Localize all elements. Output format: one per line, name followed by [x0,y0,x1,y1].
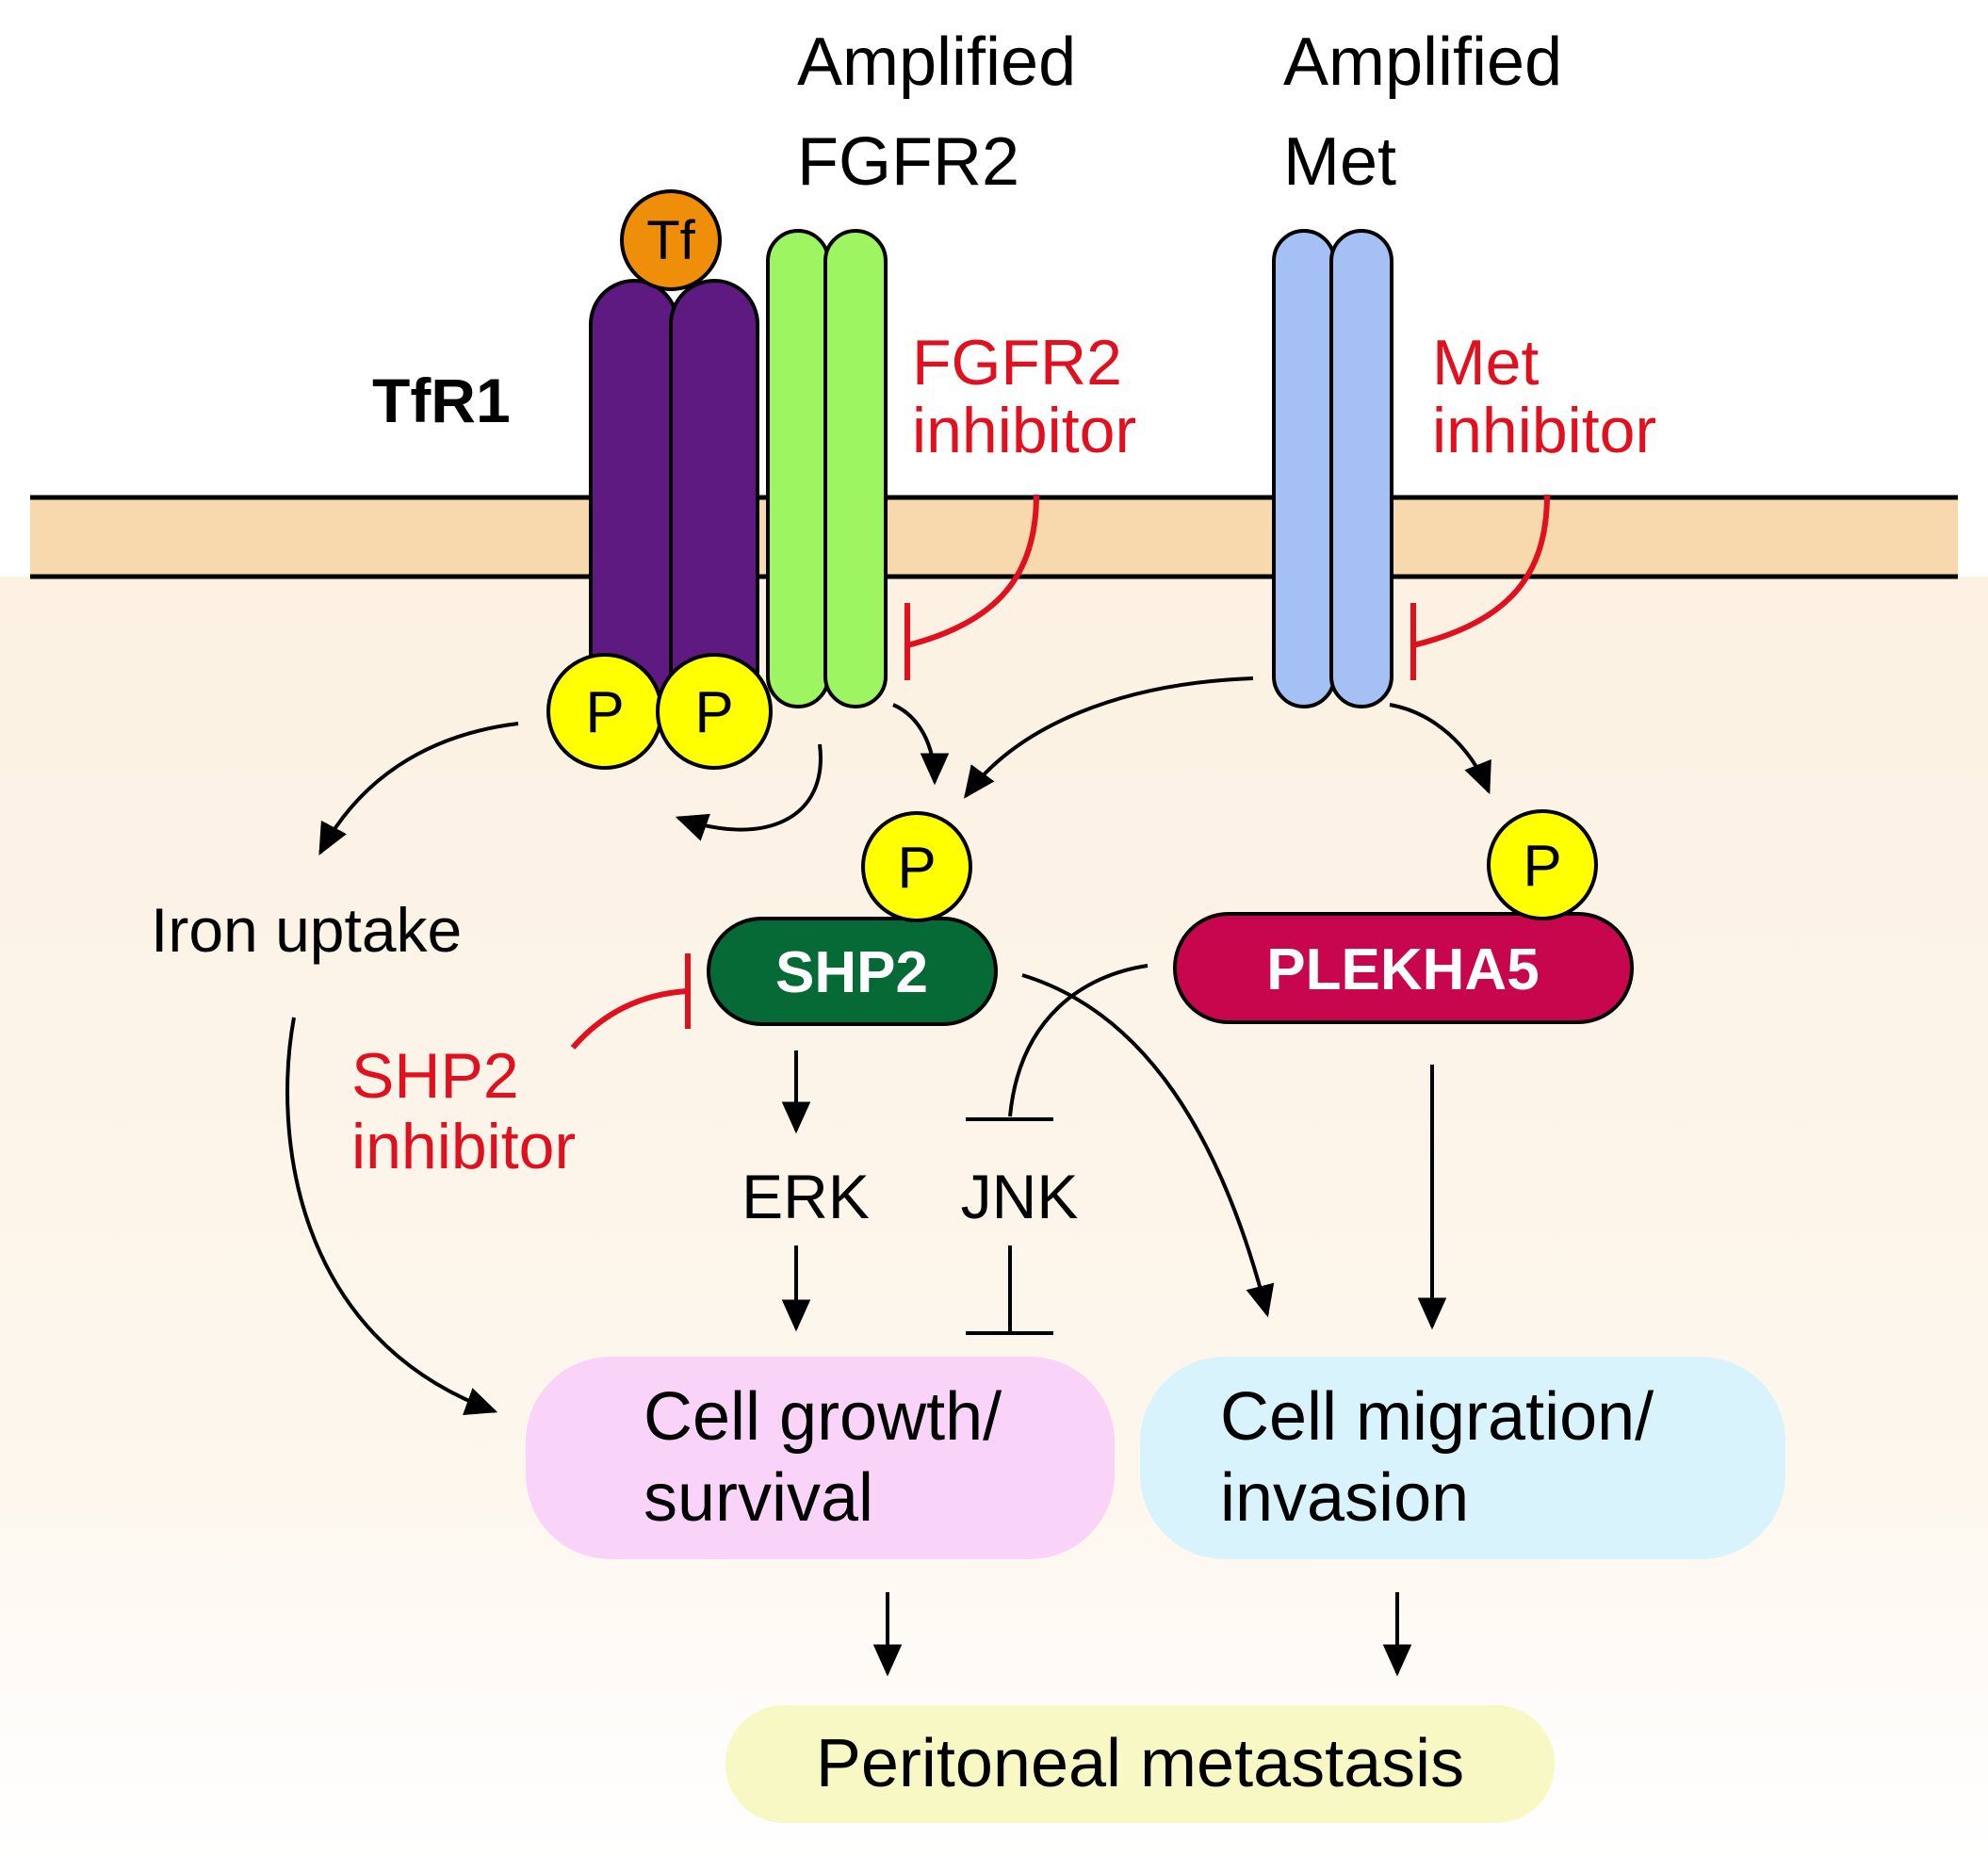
jnk-label: JNK [961,1162,1079,1231]
arrow-tfr1-to-iron-uptake [318,722,519,855]
iron-uptake-label: Iron uptake [151,895,462,965]
plekha5-label: PLEKHA5 [1266,937,1539,1002]
met-inhibitor-line1: Met [1432,327,1539,399]
met-inhibition-mark [1410,494,1550,680]
tf-ligand [620,189,722,291]
plekha5-phospho-label: P [1523,834,1561,899]
shp2-label: SHP2 [775,940,928,1005]
fgfr2-inhibitor-line1: FGFR2 [912,327,1122,399]
arrow-met-to-plekha5 [1389,703,1491,795]
plekha5-phospho [1487,809,1598,920]
inhibit-plekha5-to-jnk [1008,964,1149,1117]
fgfr2-inhibition-mark [904,494,1039,680]
peritoneal-metastasis-label: Peritoneal metastasis [816,1726,1464,1801]
arrow-fgfr2-to-shp2 [892,703,950,786]
met-inhibitor-line2: inhibitor [1432,395,1656,466]
fgfr2-inhibitor-line2: inhibitor [912,395,1136,466]
peritoneal-metastasis-box [725,1705,1555,1823]
tfr1-label: TfR1 [372,366,511,435]
fgfr2-title-line1: Amplified [797,24,1076,100]
cell-growth-line1: Cell growth/ [644,1379,1002,1455]
cell-growth-line2: survival [644,1460,873,1536]
shp2-phospho-label: P [897,836,936,901]
cell-migration-line1: Cell migration/ [1220,1379,1654,1455]
tfr1-receptor [589,279,759,716]
plekha5-node [1173,912,1634,1024]
shp2-inhibitor-line1: SHP2 [351,1040,519,1112]
tf-label: Tf [646,210,695,271]
arrow-shp2-to-migration [1021,973,1275,1318]
shp2-phospho [861,811,972,922]
cell-membrane [30,497,1958,577]
fgfr2-receptor [766,229,888,708]
tfr1-phospho-right-label: P [694,680,733,745]
met-title-line1: Amplified [1283,24,1562,100]
tfr1-phospho-right [656,653,773,770]
arrow-iron-to-growth [285,1017,498,1415]
arrow-fgfr2-to-tfr1 [675,743,823,841]
arrow-met-to-shp2 [963,676,1254,799]
tfr1-phospho-left-label: P [585,680,624,745]
shp2-inhibitor-line2: inhibitor [351,1111,576,1182]
met-title-line2: Met [1283,124,1396,200]
cell-growth-box [526,1357,1115,1559]
erk-label: ERK [741,1162,870,1231]
fgfr2-title-line2: FGFR2 [797,124,1019,200]
cell-migration-line2: invasion [1220,1460,1469,1536]
shp2-inhibition-mark [570,953,691,1050]
shp2-node [707,917,998,1026]
cell-migration-box [1140,1357,1785,1559]
met-receptor [1272,229,1393,708]
